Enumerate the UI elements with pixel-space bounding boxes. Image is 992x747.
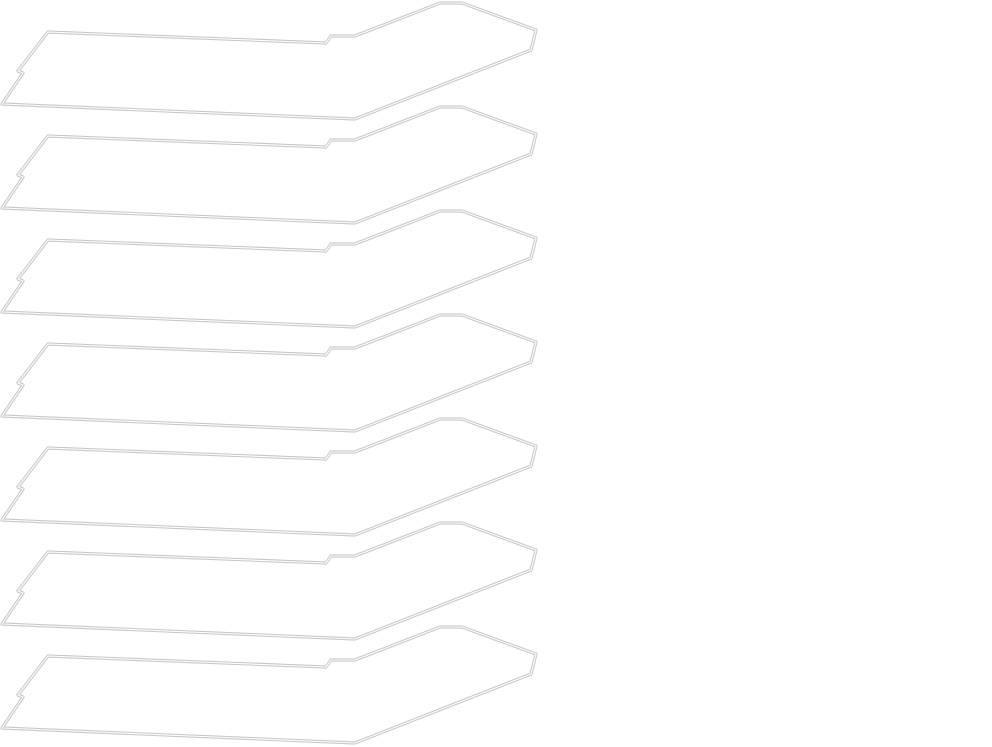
outline-1	[0, 1, 538, 121]
outline-6	[0, 521, 538, 641]
outline-inner-line	[1, 626, 537, 744]
outline-2	[0, 105, 538, 225]
outline-border	[0, 209, 538, 329]
outline-inner-line	[1, 106, 537, 224]
outline-inner-line	[1, 314, 537, 432]
outline-border	[0, 521, 538, 641]
outline-inner-line	[1, 418, 537, 536]
outline-border	[0, 625, 538, 745]
outline-inner-line	[1, 522, 537, 640]
outline-5	[0, 417, 538, 537]
outline-7	[0, 625, 538, 745]
outline-border	[0, 1, 538, 121]
outline-inner-line	[1, 2, 537, 120]
outline-stack	[0, 1, 538, 745]
outline-border	[0, 105, 538, 225]
outline-border	[0, 417, 538, 537]
outline-border	[0, 313, 538, 433]
outline-3	[0, 209, 538, 329]
outline-inner-line	[1, 210, 537, 328]
outline-4	[0, 313, 538, 433]
